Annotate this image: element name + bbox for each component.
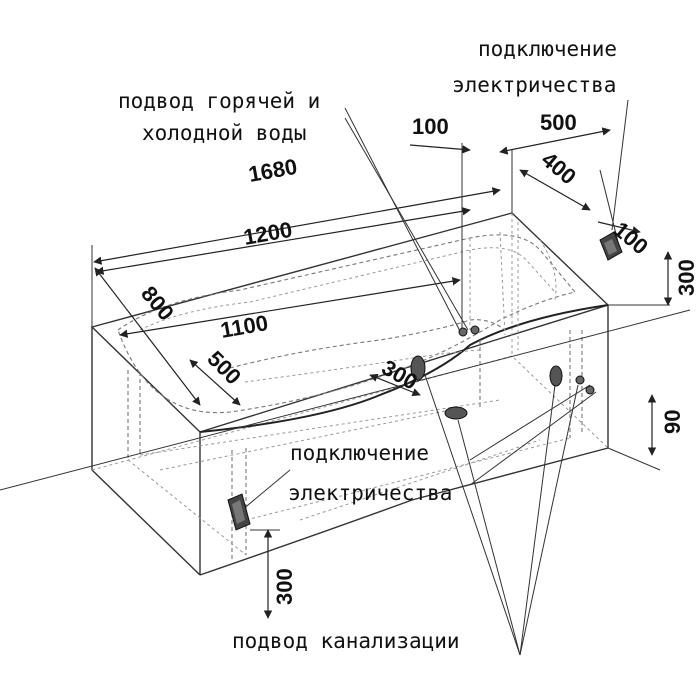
label-electric-mid-line1: подключение <box>290 441 429 465</box>
label-electric-top-line2: электричества <box>452 73 616 97</box>
label-water-line2: холодной воды <box>142 121 306 145</box>
water-inlet-icon <box>458 327 468 337</box>
dimension-1680: 1680 <box>247 154 300 187</box>
label-drain: подвод канализации <box>232 629 460 653</box>
dimension-1200: 1200 <box>242 217 295 250</box>
dimension-lines <box>93 127 673 619</box>
dimension-300-bottom: 300 <box>272 568 297 605</box>
dimension-500-right: 500 <box>540 110 577 135</box>
dimension-500-left: 500 <box>202 346 246 390</box>
label-electric-top-line1: подключение <box>478 37 617 61</box>
dimension-100-top: 100 <box>412 114 449 139</box>
label-electric-mid-line2: электричества <box>288 481 452 505</box>
overflow-fitting-icon <box>444 406 468 420</box>
electric-socket-top-icon <box>599 231 623 261</box>
extension-lines <box>0 150 691 531</box>
dimension-1100: 1100 <box>219 310 270 343</box>
pipe-fitting-icon <box>575 375 585 385</box>
label-water-line1: подвод горячей и <box>118 89 320 113</box>
dimension-300-right: 300 <box>674 259 699 296</box>
drain-fitting-icon <box>410 355 426 381</box>
dimension-800: 800 <box>136 281 179 325</box>
drain-fitting-right-icon <box>549 365 563 387</box>
water-inlet-icon <box>470 325 480 335</box>
dimension-90: 90 <box>660 410 685 434</box>
pipe-fitting-icon <box>585 385 595 395</box>
electric-socket-front-icon <box>227 493 251 531</box>
leader-lines <box>235 99 629 656</box>
bathtub-body <box>90 212 610 576</box>
